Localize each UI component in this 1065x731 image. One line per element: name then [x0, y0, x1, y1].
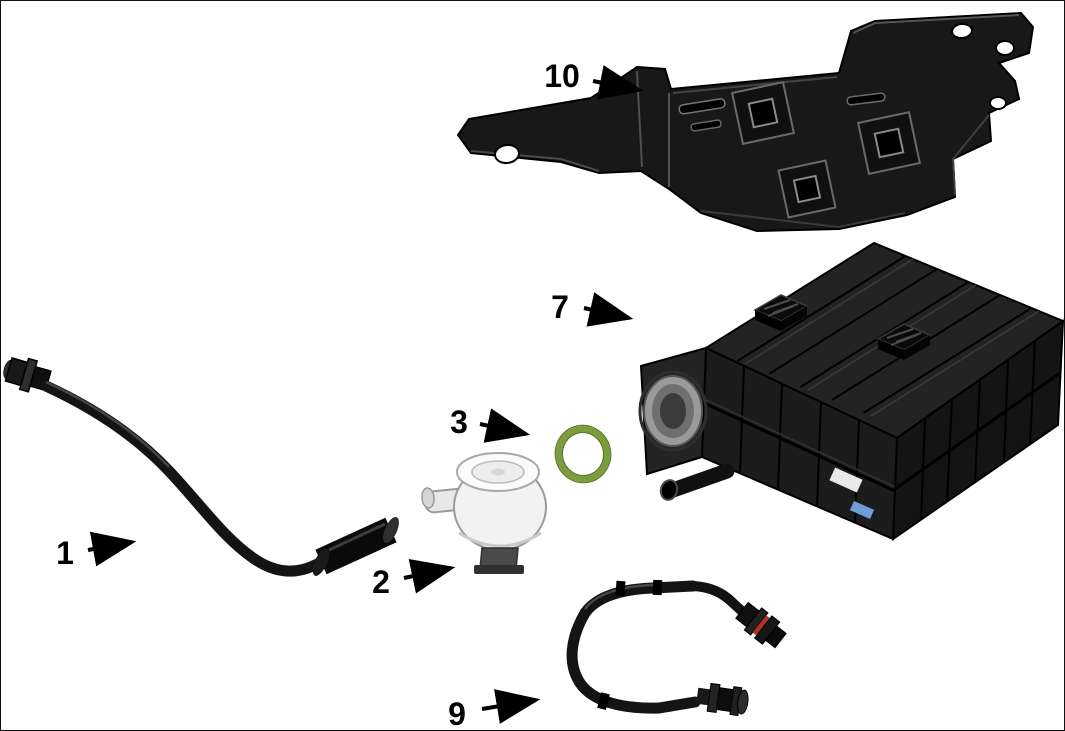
bracket-mount-pad: [730, 80, 796, 146]
bracket-ridge: [672, 76, 838, 94]
callout-label-2: 2: [372, 564, 390, 600]
bracket-mount-pad: [777, 159, 837, 219]
hose-sleeve-sheen: [328, 522, 386, 552]
bracket-hole: [989, 96, 1007, 110]
bracket-ridge: [700, 210, 906, 229]
arrow-3: [479, 408, 531, 443]
hose-end-connector: [696, 682, 749, 717]
canister-label-white: [829, 467, 863, 493]
hose-clamp: [652, 579, 663, 596]
hose9-branch: [688, 581, 750, 619]
detection-pump-filter: [421, 452, 547, 574]
hose-sheen: [45, 380, 170, 468]
callout-label-1: 1: [56, 535, 74, 571]
hose-assembly: [566, 579, 787, 717]
canister-label-blue: [849, 500, 875, 520]
callout-label-7: 7: [551, 289, 569, 325]
hose-sleeve: [315, 517, 397, 575]
o-ring-seal: [554, 424, 612, 484]
vent-hose: [3, 357, 399, 577]
hose9-top-run: [579, 580, 699, 619]
callout-arrows: [87, 65, 644, 724]
filter-base-foot: [474, 565, 524, 574]
bracket-hole: [951, 22, 973, 40]
bracket-slot: [678, 98, 726, 115]
hose-sleeve-end: [312, 548, 330, 576]
callout-label-3: 3: [450, 404, 468, 440]
canister-seam: [894, 371, 1061, 491]
filter-inlet-end: [421, 487, 435, 509]
bracket-ridge: [852, 14, 1020, 34]
filter-cap-center: [491, 468, 505, 476]
canister-port-collar: [638, 370, 708, 452]
callout-label-10: 10: [544, 58, 580, 94]
arrow-7: [583, 292, 634, 327]
hose-sleeve-end: [383, 516, 399, 544]
hose9-sheen: [584, 583, 654, 610]
canister-top-connector: [753, 294, 809, 331]
canister-port-bore: [660, 393, 686, 429]
vapor-canister: [638, 241, 1064, 541]
canister-seam: [703, 401, 896, 493]
hose-clamp: [597, 692, 610, 710]
canister-drain-tube: [665, 463, 735, 498]
bracket-hole: [494, 143, 520, 165]
bracket-slot: [690, 119, 722, 132]
bracket-hole: [995, 40, 1015, 56]
canister-top-connector: [876, 323, 932, 360]
canister-seam-highlight: [703, 398, 896, 488]
bracket-slot: [846, 92, 886, 106]
quick-connect-fitting: [735, 601, 787, 649]
connector-red-band: [752, 615, 771, 636]
bracket-mount-pad: [856, 110, 922, 176]
bracket-ridge: [951, 114, 990, 196]
callout-label-9: 9: [448, 696, 466, 731]
hose-tube: [40, 380, 345, 577]
arrow-1: [87, 531, 137, 567]
canister-drain-tube-end: [659, 479, 679, 501]
mounting-bracket: [456, 11, 1035, 233]
arrow-2: [403, 559, 456, 594]
filter-body-shade: [458, 531, 542, 548]
hose-clamp: [615, 580, 626, 597]
arrow-10: [592, 65, 644, 100]
hose9-loop: [566, 607, 701, 714]
arrow-9: [481, 689, 541, 724]
